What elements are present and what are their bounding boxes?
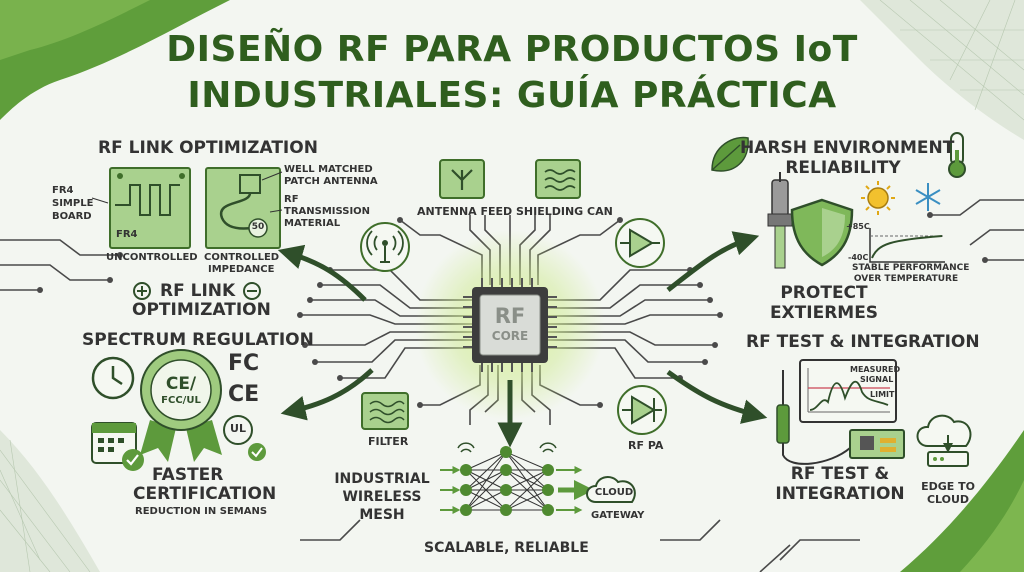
snowflake-icon <box>915 183 941 211</box>
wireless-signal-icon <box>360 222 410 272</box>
shielding-can-icon <box>535 159 581 199</box>
antenna-feed-label: ANTENNA FEED <box>417 205 513 218</box>
rf-test-heading: RF TEST & INTEGRATION <box>746 332 980 352</box>
corner-decoration-top-left <box>0 0 230 120</box>
uncontrolled-label: UNCONTROLLED <box>106 252 198 263</box>
protect-label-1: PROTECT <box>780 283 868 303</box>
corner-decoration-top-right <box>860 0 1024 140</box>
seal-text-1: CE/ <box>165 374 197 394</box>
ce-mark: CE <box>228 382 260 407</box>
stable-label-2: OVER TEMPERATURE <box>853 274 959 284</box>
filter-label: FILTER <box>368 435 409 448</box>
mesh-label-2: WIRELESS <box>342 489 422 505</box>
edge-label-2: CLOUD <box>926 493 970 506</box>
certification-seal-icon <box>140 349 222 462</box>
ohm-label: 50 <box>251 222 265 232</box>
mesh-label-3: MESH <box>359 507 405 523</box>
rf-pa-label: RF PA <box>628 439 664 452</box>
cloud-label: CLOUD <box>594 487 634 498</box>
core-label-1: RF <box>494 304 526 328</box>
amplifier-icon <box>615 218 665 268</box>
fr4-board-uncontrolled <box>91 167 191 249</box>
filter-icon <box>361 392 409 430</box>
controlled-label-2: IMPEDANCE <box>208 264 275 275</box>
harsh-heading-1: HARSH ENVIRONMENT <box>740 138 955 158</box>
spectrum-heading: SPECTRUM REGULATION <box>82 330 314 350</box>
harsh-heading-2: RELIABILITY <box>785 158 901 178</box>
minus-icon <box>243 282 261 300</box>
board-label-simple: SIMPLE <box>52 198 94 209</box>
flow-arrows <box>277 231 768 448</box>
shielding-can-label: SHIELDING CAN <box>516 205 613 218</box>
measured-label-2: SIGNAL <box>860 375 894 384</box>
limit-label: LIMIT <box>870 390 895 399</box>
trans-label-2: TRANSMISSION <box>284 206 371 217</box>
patch-label-1: WELL MATCHED <box>284 164 373 175</box>
controlled-impedance-board <box>205 167 283 249</box>
board-inner-fr4: FR4 <box>116 229 138 240</box>
clock-icon <box>91 356 135 400</box>
protect-label-2: EXTIERMES <box>769 303 879 323</box>
board-label-fr4: FR4 <box>52 185 74 196</box>
trans-label-1: RF <box>284 194 299 205</box>
mesh-label-1: INDUSTRIAL <box>334 471 430 487</box>
rf-link-sub-1: RF LINK <box>160 281 236 301</box>
rf-test-sub-2: INTEGRATION <box>775 484 905 504</box>
plus-icon <box>133 282 151 300</box>
sensor-probe-icon <box>767 172 793 269</box>
faster-label: FASTER <box>152 465 224 485</box>
thermometer-icon <box>948 132 966 178</box>
temp-low-label: -40C <box>848 253 869 262</box>
trans-label-3: MATERIAL <box>284 218 341 229</box>
rf-link-sub-2: OPTIMIZATION <box>132 300 271 320</box>
leaf-icon <box>711 136 749 172</box>
certification-label: CERTIFICATION <box>133 484 277 504</box>
seal-text-2: FCC/UL <box>161 395 201 406</box>
ul-mark: UL <box>230 422 246 435</box>
signal-monitor <box>799 359 897 423</box>
rf-test-sub-1: RF TEST & <box>790 464 890 484</box>
corner-decoration-bottom-left <box>0 430 100 572</box>
oscilloscope-probe-icon <box>776 370 851 465</box>
shield-icon <box>790 198 854 267</box>
ul-badge-icon <box>223 415 266 461</box>
patch-label-2: PATCH ANTENNA <box>284 176 378 187</box>
rf-pa-icon <box>617 385 667 435</box>
calendar-icon <box>91 422 144 471</box>
edge-label-1: EDGE TO <box>921 480 975 493</box>
rf-link-heading: RF LINK OPTIMIZATION <box>98 138 318 158</box>
dev-board-icon <box>849 429 905 459</box>
circuit-traces <box>0 199 1024 572</box>
board-label-board: BOARD <box>52 211 92 222</box>
fc-mark: FC <box>228 351 260 376</box>
edge-cloud-icon <box>916 414 972 467</box>
sun-icon <box>861 181 895 215</box>
rf-core-chip <box>415 230 605 420</box>
corner-decoration-bottom-right <box>900 430 1024 572</box>
measured-label-1: MEASURED <box>850 365 901 374</box>
reduction-label: REDUCTION IN SEMANS <box>135 506 268 517</box>
mesh-network <box>440 442 594 516</box>
scalable-label: SCALABLE, RELIABLE <box>424 540 589 556</box>
temp-high-label: +85C <box>846 222 870 231</box>
title-line-2: INDUSTRIALES: GUÍA PRÁCTICA <box>187 75 837 116</box>
temperature-graph <box>869 228 945 263</box>
cloud-gateway-icon <box>586 476 636 503</box>
title-line-1: DISEÑO RF PARA PRODUCTOS IoT <box>166 29 858 70</box>
controlled-label-1: CONTROLLED <box>204 252 280 263</box>
core-label-2: CORE <box>491 329 529 343</box>
antenna-feed-icon <box>439 159 485 199</box>
stable-label-1: STABLE PERFORMANCE <box>852 263 970 273</box>
gateway-label: GATEWAY <box>591 510 645 521</box>
